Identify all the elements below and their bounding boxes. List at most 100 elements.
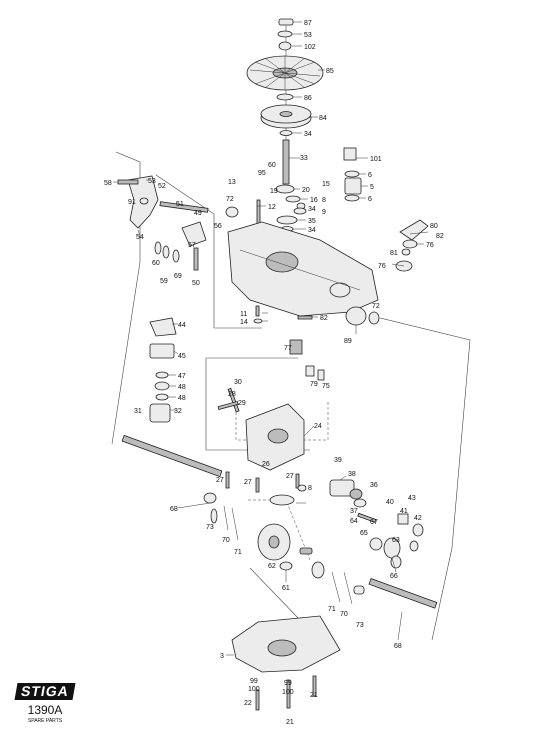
part-label: 30 — [234, 379, 242, 386]
part-nut-102 — [278, 41, 292, 51]
part-label: 21 — [286, 719, 294, 726]
part-washer-73a — [210, 508, 218, 524]
part-label: 99 — [284, 680, 292, 687]
part-label: 67 — [370, 519, 378, 526]
part-label: 82 — [320, 315, 328, 322]
part-label: 14 — [240, 319, 248, 326]
part-block-41 — [397, 513, 409, 525]
part-label: 16 — [310, 197, 318, 204]
part-label: 91 — [128, 199, 136, 206]
part-washer-81 — [401, 248, 411, 256]
part-bolt-27b — [255, 477, 260, 493]
spare-parts-caption: SPARE PARTS — [27, 718, 63, 724]
part-gear-35 — [276, 215, 298, 225]
part-washer-6b — [344, 194, 360, 202]
part-ring-16 — [285, 195, 301, 203]
part-label: 27 — [244, 479, 252, 486]
part-plug-101 — [343, 147, 357, 161]
brand-name: STIGA — [14, 683, 76, 700]
part-ring-65b — [409, 540, 419, 552]
part-label: 99 — [250, 678, 258, 685]
part-label: 82 — [436, 233, 444, 240]
part-label: 85 — [326, 68, 334, 75]
part-pulley — [260, 104, 312, 129]
part-bolt-21a — [286, 679, 291, 709]
part-label: 101 — [370, 156, 382, 163]
part-pin-82 — [297, 315, 313, 320]
part-label: 86 — [304, 95, 312, 102]
part-cooling-fan — [246, 55, 324, 91]
part-pin-77 — [289, 339, 303, 355]
part-label: 100 — [248, 686, 260, 693]
part-label: 80 — [430, 223, 438, 230]
part-label: 58 — [104, 180, 112, 187]
part-label: 56 — [214, 223, 222, 230]
part-label: 8 — [322, 197, 326, 204]
part-label: 39 — [334, 457, 342, 464]
part-axle-left — [121, 434, 223, 478]
part-label: 40 — [386, 499, 394, 506]
part-label: 60 — [268, 162, 276, 169]
part-ring-9 — [293, 207, 307, 215]
part-washer-60 — [154, 241, 162, 255]
part-label: 5 — [370, 184, 374, 191]
part-label: 95 — [258, 170, 266, 177]
part-label: 71 — [234, 549, 242, 556]
part-label: 29 — [238, 400, 246, 407]
part-label: 33 — [300, 155, 308, 162]
part-bolt-11 — [255, 305, 260, 317]
part-label: 72 — [372, 303, 380, 310]
part-upper-housing — [227, 221, 379, 317]
part-bolt-27c — [295, 473, 300, 489]
part-bolt-27a — [225, 471, 230, 489]
part-label: 77 — [284, 345, 292, 352]
part-label: 38 — [348, 471, 356, 478]
part-label: 35 — [308, 218, 316, 225]
part-center-housing-24 — [245, 403, 305, 471]
part-label: 6 — [368, 172, 372, 179]
part-shaft-64 — [357, 512, 377, 523]
part-label: 53 — [148, 178, 156, 185]
part-label: 15 — [322, 181, 330, 188]
part-label: 32 — [174, 408, 182, 415]
part-ring-72b — [368, 311, 380, 325]
part-label: 8 — [308, 485, 312, 492]
part-bearing-48b — [155, 393, 169, 401]
part-label: 48 — [178, 395, 186, 402]
part-label: 68 — [394, 643, 402, 650]
part-label: 37 — [350, 508, 358, 515]
part-label: 61 — [282, 585, 290, 592]
part-label: 20 — [302, 187, 310, 194]
part-label: 34 — [304, 131, 312, 138]
part-lower-housing-3 — [231, 615, 341, 673]
part-label: 76 — [426, 242, 434, 249]
part-gear-66 — [390, 555, 402, 569]
part-label: 62 — [268, 563, 276, 570]
part-washer-61 — [279, 561, 293, 571]
part-block-45 — [149, 343, 175, 359]
part-label: 73 — [356, 622, 364, 629]
part-label: 79 — [310, 381, 318, 388]
part-arm-80 — [399, 219, 429, 241]
part-label: 84 — [319, 115, 327, 122]
part-washer-86 — [276, 93, 294, 101]
part-pin-62 — [299, 547, 313, 555]
part-key-75 — [317, 369, 325, 381]
part-label: 34 — [308, 206, 316, 213]
part-label: 59 — [160, 278, 168, 285]
part-label: 6 — [368, 196, 372, 203]
part-label: 9 — [322, 209, 326, 216]
exploded-parts — [117, 18, 438, 711]
part-label: 64 — [350, 518, 358, 525]
part-pin-50 — [193, 247, 199, 271]
part-label: 102 — [304, 44, 316, 51]
part-ring-72 — [225, 206, 239, 218]
part-spring-29 — [217, 400, 239, 411]
part-washer-36 — [353, 498, 367, 508]
part-bush-axle-left — [203, 492, 217, 504]
part-label: 100 — [282, 689, 294, 696]
part-bearing-65 — [369, 537, 383, 551]
part-label: 27 — [286, 473, 294, 480]
part-label: 70 — [340, 611, 348, 618]
